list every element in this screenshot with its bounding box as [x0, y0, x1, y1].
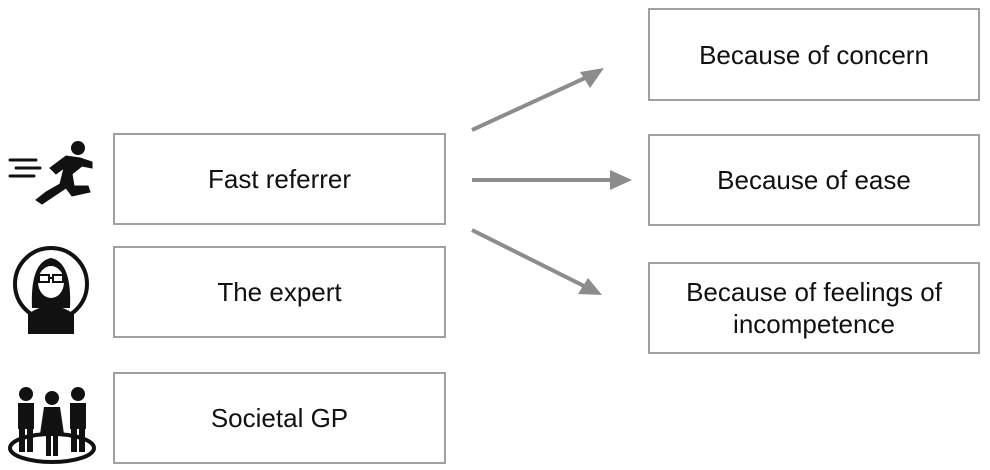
- arrowhead-incompetence: [578, 278, 602, 295]
- because-of-feelings-of-incompetence-box: Because of feelings of incompetence: [648, 262, 980, 354]
- arrow-to-incompetence: [471, 228, 598, 294]
- arrow-to-concern: [471, 70, 600, 132]
- arrowhead-concern: [580, 68, 604, 88]
- fast-referrer-label: Fast referrer: [207, 164, 352, 194]
- because-of-concern-label: Because of concern: [699, 39, 929, 70]
- group-people-icon: [4, 384, 100, 466]
- societal-gp-label: Societal GP: [210, 403, 349, 433]
- societal-gp-box: Societal GP: [113, 372, 446, 464]
- because-of-ease-box: Because of ease: [648, 134, 980, 226]
- running-person-icon: [6, 138, 96, 210]
- because-of-feelings-of-incompetence-label: Because of feelings of incompetence: [686, 277, 942, 339]
- the-expert-label: The expert: [217, 277, 342, 307]
- expert-woman-icon: [10, 242, 92, 338]
- the-expert-box: The expert: [113, 246, 446, 338]
- because-of-concern-box: Because of concern: [648, 8, 980, 101]
- arrowhead-ease: [610, 170, 632, 190]
- because-of-ease-label: Because of ease: [717, 165, 911, 195]
- fast-referrer-box: Fast referrer: [113, 133, 446, 225]
